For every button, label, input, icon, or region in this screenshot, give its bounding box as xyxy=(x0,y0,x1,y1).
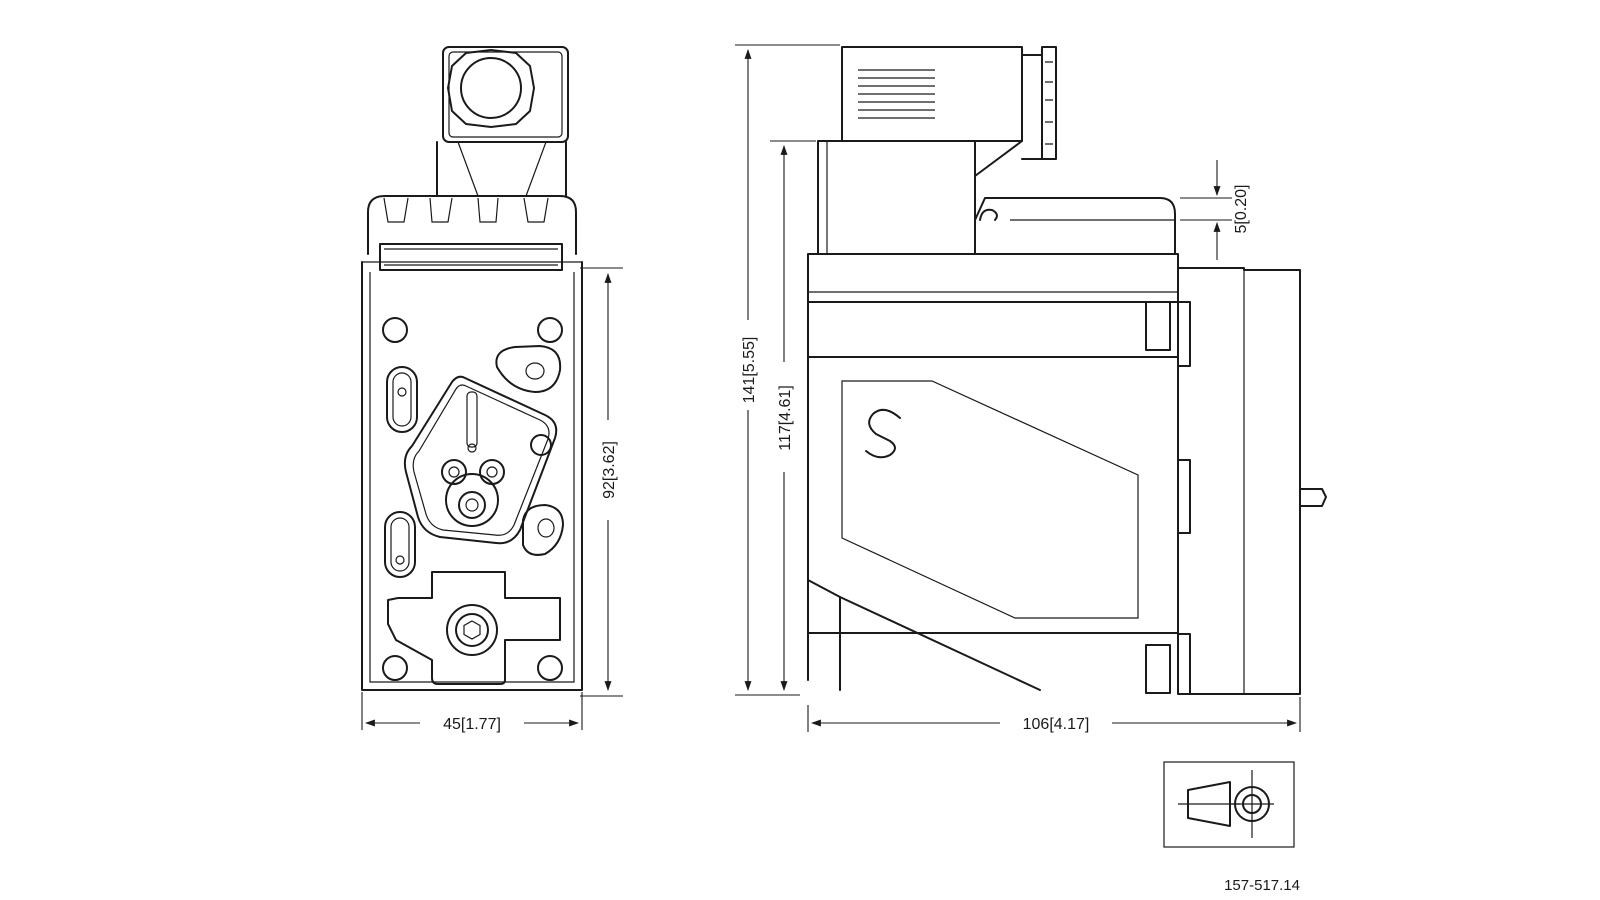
front-view: 92[3.62] 45[1.77] xyxy=(361,46,623,733)
side-housing xyxy=(807,197,1327,695)
logo-icon xyxy=(865,408,901,459)
projection-symbol xyxy=(1163,761,1295,848)
front-width-label: 45[1.77] xyxy=(443,716,501,733)
side-total-height-label: 141[5.55] xyxy=(741,337,758,404)
top-offset-label: 5[0.20] xyxy=(1233,185,1250,234)
front-connector xyxy=(436,46,569,197)
side-connector xyxy=(817,46,1057,255)
drawing-number: 157-517.14 xyxy=(1224,877,1300,894)
front-height-label: 92[3.62] xyxy=(601,441,618,499)
side-body-height-label: 117[4.61] xyxy=(777,385,794,451)
front-housing-top xyxy=(367,195,577,271)
side-view: 141[5.55] 117[4.61] 106[4.17] 5[0.20] xyxy=(735,44,1327,733)
side-width-label: 106[4.17] xyxy=(1023,716,1090,733)
front-dimensions: 92[3.62] 45[1.77] xyxy=(361,267,623,733)
front-plate xyxy=(361,261,583,691)
side-dimensions: 141[5.55] 117[4.61] 106[4.17] 5[0.20] xyxy=(735,44,1301,733)
